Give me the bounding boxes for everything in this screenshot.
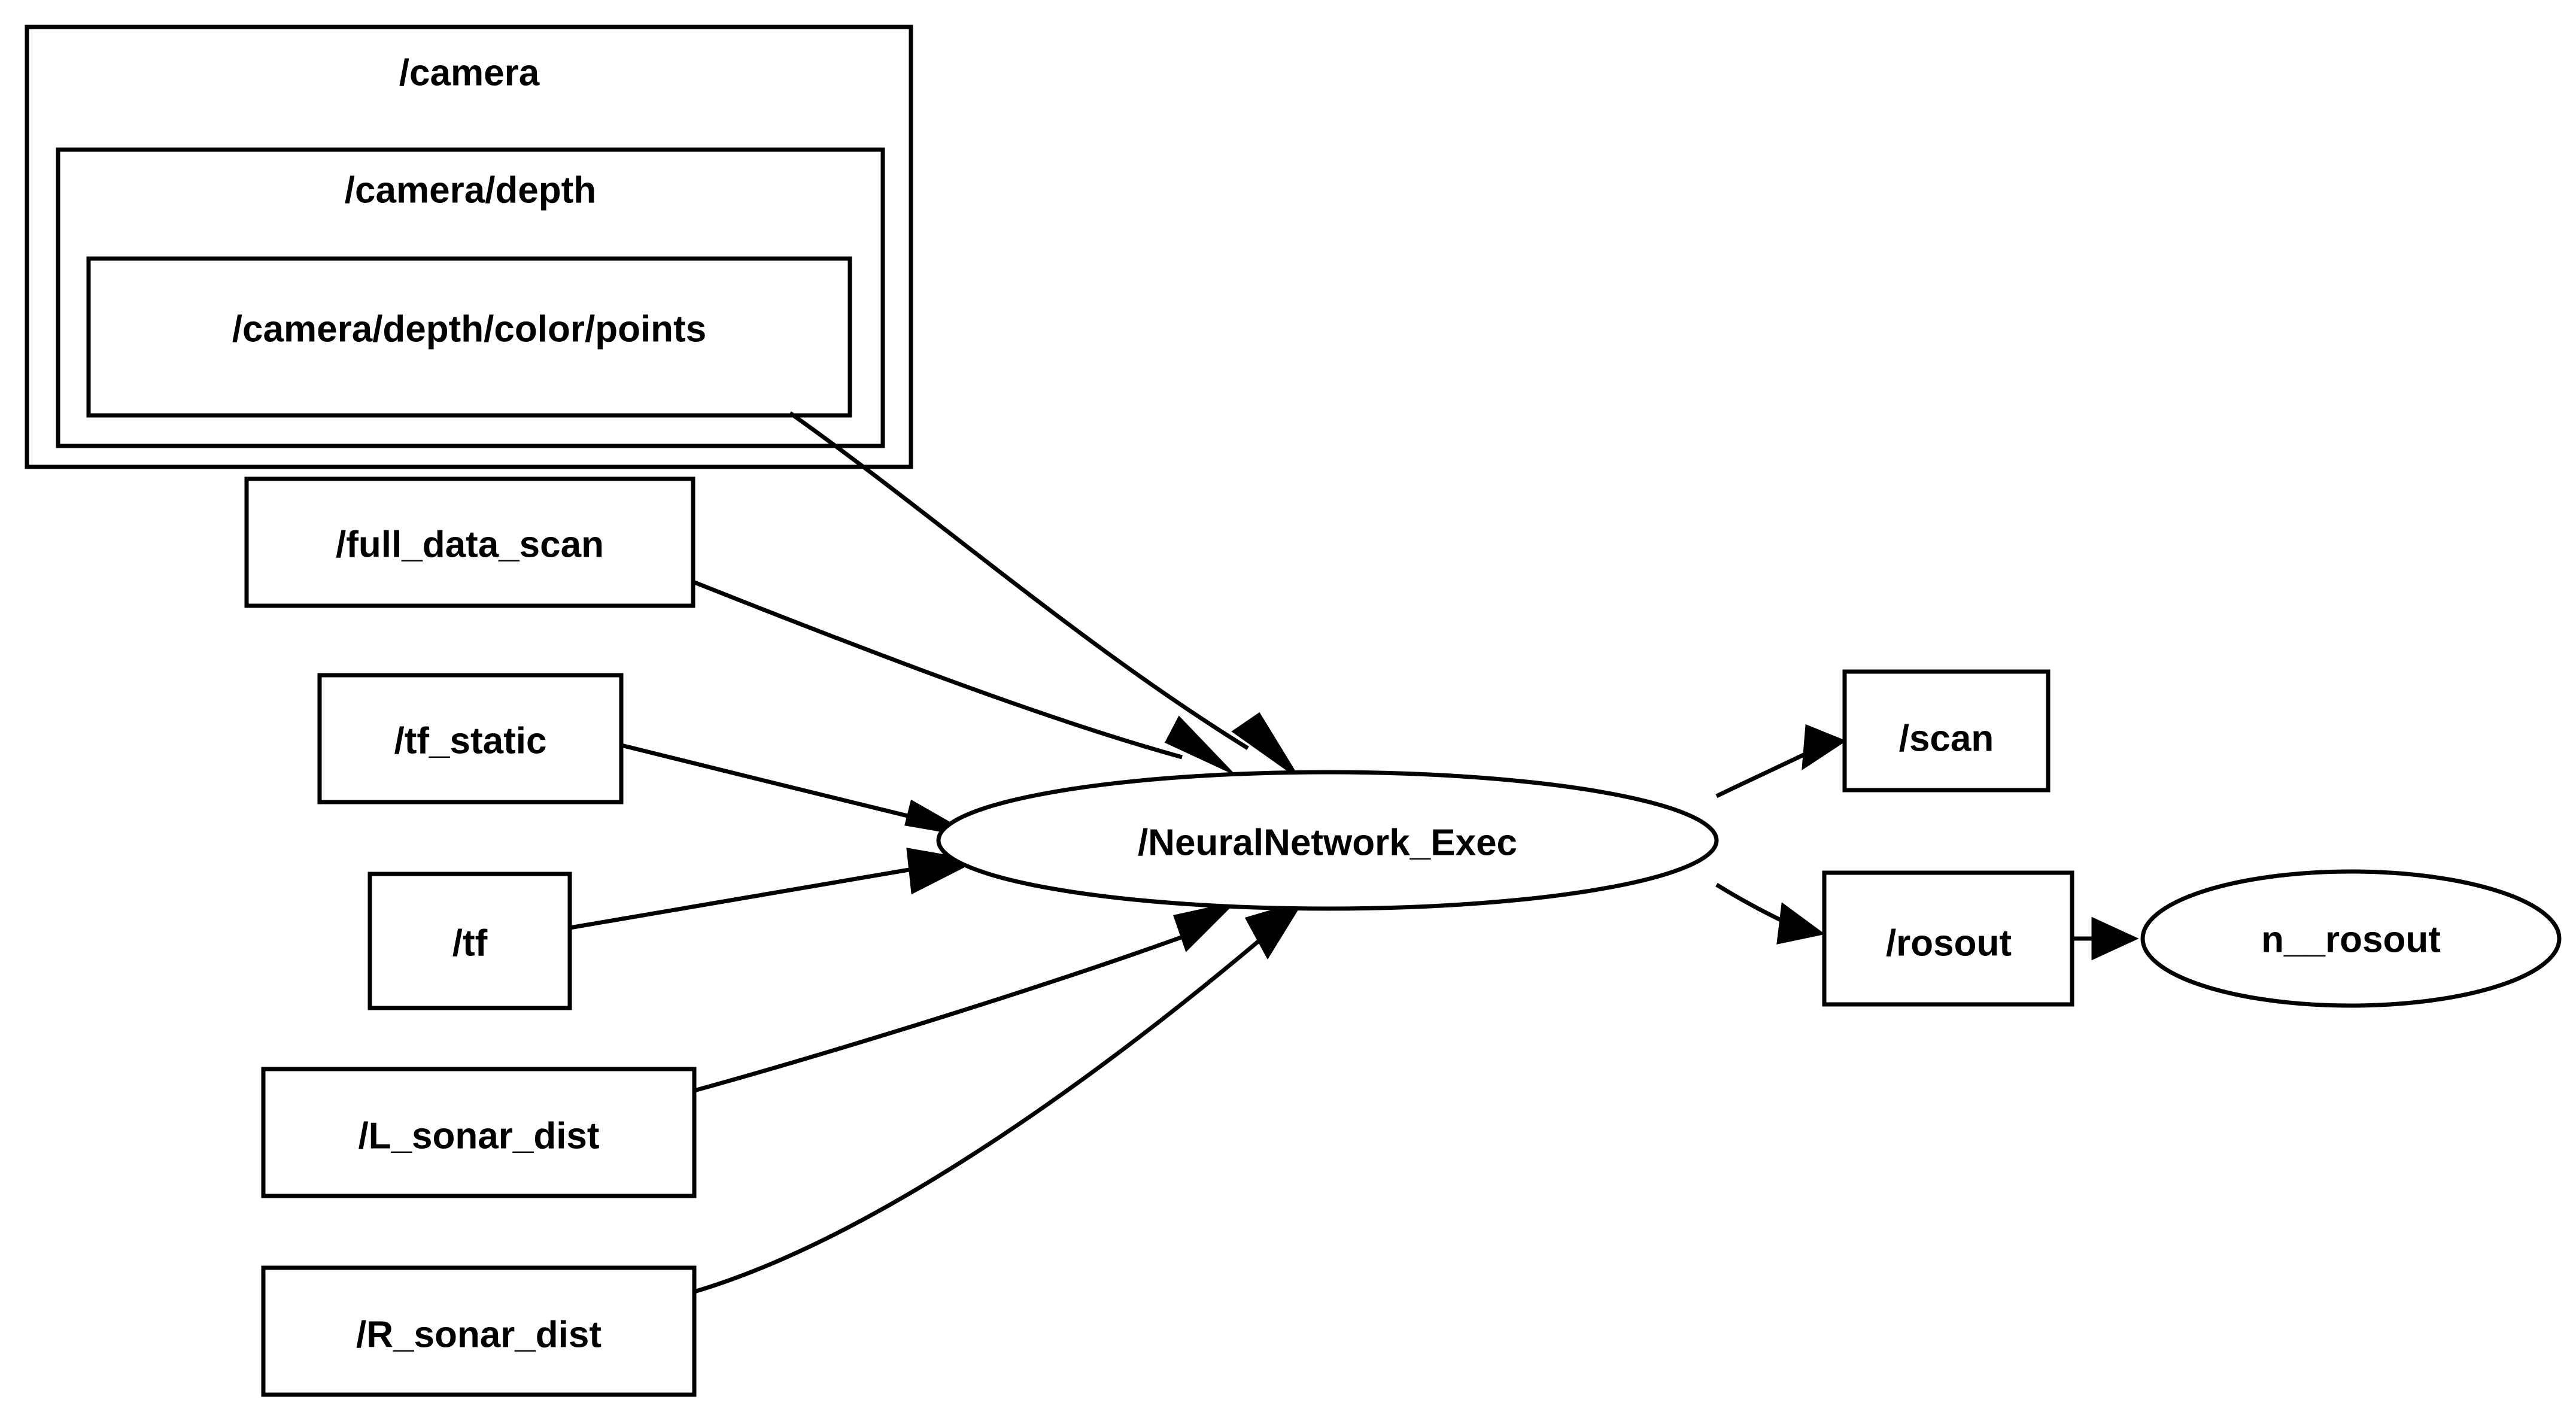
- edge-full-data-scan-to-neuralnetwork[interactable]: [692, 579, 1234, 775]
- edge-camera-points-to-neuralnetwork[interactable]: [788, 411, 1300, 779]
- node-full-data-scan-rect[interactable]: [244, 476, 695, 608]
- cluster-camera[interactable]: /camera: [25, 25, 913, 469]
- node-neuralnetwork-exec-ellipse[interactable]: [936, 770, 1719, 911]
- edge-neuralnetwork-to-rosout[interactable]: [1715, 883, 1825, 945]
- cluster-camera-points-rect[interactable]: [86, 256, 852, 418]
- edge-neuralnetwork-to-scan[interactable]: [1715, 724, 1847, 798]
- arrow-head-icon: [1173, 901, 1237, 952]
- node-r-sonar-dist-rect[interactable]: [261, 1265, 697, 1397]
- node-r-sonar-dist-label: /R_sonar_dist: [356, 1314, 602, 1356]
- edge-tf-to-neuralnetwork[interactable]: [569, 848, 979, 930]
- node-tf-static-rect[interactable]: [317, 673, 624, 804]
- node-full-data-scan-label: /full_data_scan: [336, 524, 604, 566]
- edge-r-sonar-dist-to-neuralnetwork[interactable]: [694, 900, 1305, 1294]
- edge-path: [569, 864, 927, 930]
- edge-path: [788, 411, 1249, 750]
- node-n-rosout-label: n__rosout: [2261, 919, 2441, 961]
- node-r-sonar-dist[interactable]: /R_sonar_dist: [261, 1265, 697, 1397]
- edge-l-sonar-dist-to-neuralnetwork[interactable]: [694, 901, 1237, 1093]
- cluster-camera-depth-label: /camera/depth: [345, 170, 596, 211]
- node-l-sonar-dist-rect[interactable]: [261, 1067, 697, 1198]
- cluster-camera-rect[interactable]: [25, 25, 913, 469]
- edge-path: [692, 579, 1183, 760]
- edge-path: [694, 931, 1192, 1093]
- cluster-camera-depth-rect[interactable]: [56, 147, 885, 448]
- cluster-camera-depth[interactable]: /camera/depth: [56, 147, 885, 448]
- node-rosout-rect[interactable]: [1822, 870, 2074, 1007]
- edge-tf-static-to-neuralnetwork[interactable]: [621, 743, 975, 838]
- node-tf-static[interactable]: /tf_static: [317, 673, 624, 804]
- arrow-head-icon: [1164, 715, 1234, 775]
- node-l-sonar-dist-label: /L_sonar_dist: [358, 1116, 599, 1157]
- node-scan-label: /scan: [1899, 718, 1994, 760]
- node-tf-label: /tf: [452, 923, 488, 964]
- edge-rosout-to-n-rosout[interactable]: [2072, 916, 2139, 961]
- node-n-rosout[interactable]: n__rosout: [2140, 869, 2562, 1008]
- node-rosout-label: /rosout: [1886, 923, 2012, 964]
- node-scan-rect[interactable]: [1842, 669, 2051, 793]
- edge-path: [694, 937, 1263, 1294]
- node-neuralnetwork-exec[interactable]: /NeuralNetwork_Exec: [936, 770, 1719, 911]
- edge-path: [621, 743, 925, 822]
- node-scan[interactable]: /scan: [1842, 669, 2051, 793]
- cluster-camera-points[interactable]: /camera/depth/color/points: [86, 256, 852, 418]
- node-full-data-scan[interactable]: /full_data_scan: [244, 476, 695, 608]
- node-tf[interactable]: /tf: [367, 872, 572, 1010]
- cluster-camera-points-label: /camera/depth/color/points: [232, 309, 706, 350]
- arrow-head-icon: [1802, 724, 1847, 770]
- node-tf-static-label: /tf_static: [394, 721, 547, 762]
- node-tf-rect[interactable]: [367, 872, 572, 1010]
- arrow-head-icon: [2091, 916, 2139, 961]
- arrow-head-icon: [1231, 712, 1300, 779]
- node-rosout[interactable]: /rosout: [1822, 870, 2074, 1007]
- cluster-camera-label: /camera: [399, 53, 540, 94]
- node-neuralnetwork-exec-label: /NeuralNetwork_Exec: [1138, 822, 1517, 864]
- edge-path: [1715, 747, 1816, 798]
- arrow-head-icon: [1776, 902, 1825, 945]
- node-l-sonar-dist[interactable]: /L_sonar_dist: [261, 1067, 697, 1198]
- node-n-rosout-ellipse[interactable]: [2140, 869, 2562, 1008]
- edges-layer: [569, 411, 2139, 1294]
